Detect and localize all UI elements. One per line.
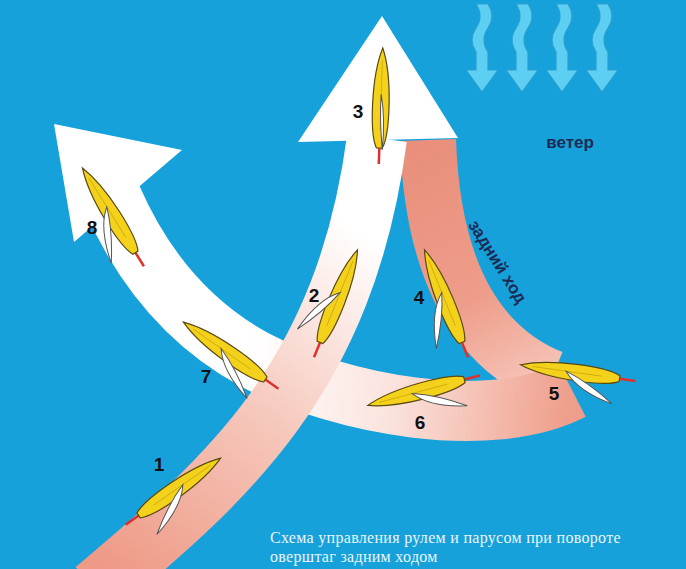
callout-number: 7 xyxy=(201,366,212,388)
wind-label: ветер xyxy=(546,133,594,153)
wind-arrows xyxy=(466,4,618,92)
reverse-band xyxy=(428,140,552,378)
callout-number: 6 xyxy=(415,412,426,434)
caption: Схема управления рулем и парусом при пов… xyxy=(270,528,680,566)
callout-number: 3 xyxy=(353,101,364,123)
callout-number: 8 xyxy=(87,217,98,239)
boats xyxy=(60,48,636,546)
callout-number: 2 xyxy=(309,285,320,307)
callout-number: 5 xyxy=(549,383,560,405)
tack-band xyxy=(95,138,377,569)
callout-number: 4 xyxy=(414,287,425,309)
callout-number: 1 xyxy=(154,454,165,476)
